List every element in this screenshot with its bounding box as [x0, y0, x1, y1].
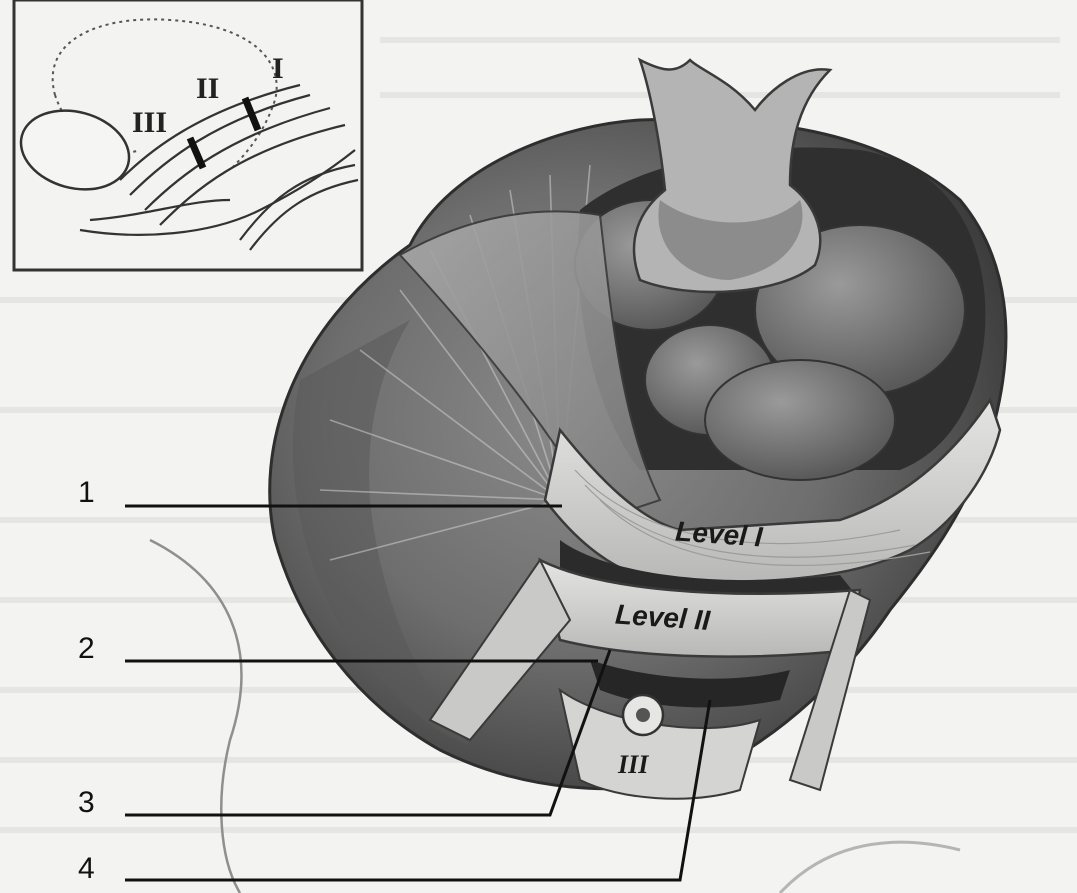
level-three-label: III	[617, 750, 649, 779]
callout-2: 2	[78, 634, 95, 664]
body-outline	[150, 540, 241, 893]
urethral-ring-inner	[636, 708, 650, 722]
inset-label-one: I	[272, 52, 284, 85]
inset-diagram: I II III	[12, 0, 362, 270]
inset-label-three: III	[132, 106, 167, 139]
level-one-label: Level I	[674, 516, 764, 553]
organ-right-lower	[705, 360, 895, 480]
callout-4: 4	[78, 854, 95, 884]
callout-1: 1	[78, 478, 95, 508]
body-outline-right	[780, 842, 960, 893]
inset-label-two: II	[196, 72, 219, 105]
callout-3: 3	[78, 788, 95, 818]
